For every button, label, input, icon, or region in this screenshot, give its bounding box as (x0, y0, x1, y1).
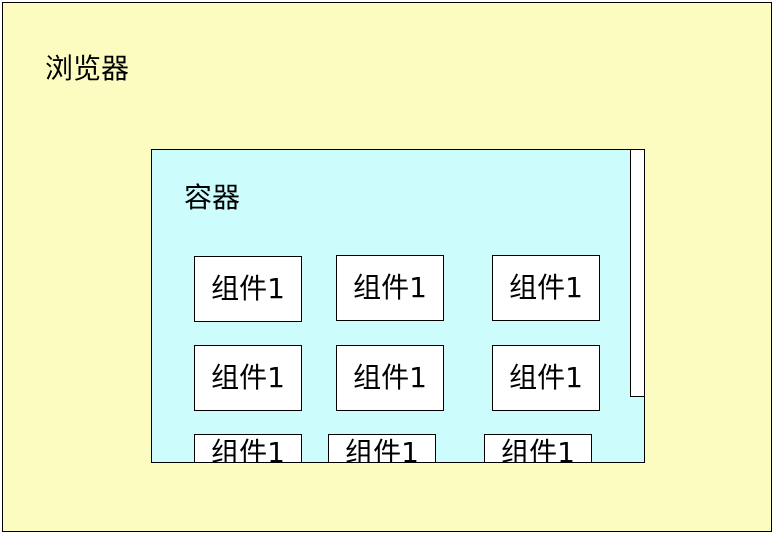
component-box-clipped: 组件1 (194, 434, 302, 462)
container-scrollbar[interactable] (630, 150, 644, 397)
component-box: 组件1 (492, 345, 600, 411)
component-box: 组件1 (336, 345, 444, 411)
container-label: 容器 (184, 181, 241, 214)
component-box-clipped: 组件1 (328, 434, 436, 462)
component-box: 组件1 (194, 256, 302, 322)
container-box: 容器 组件1 组件1 组件1 组件1 组件1 组件1 组件1 组件1 组件1 (151, 149, 645, 463)
browser-label: 浏览器 (45, 52, 130, 85)
component-box-clipped: 组件1 (484, 434, 592, 462)
component-box: 组件1 (194, 345, 302, 411)
component-box: 组件1 (492, 255, 600, 321)
component-box: 组件1 (336, 255, 444, 321)
